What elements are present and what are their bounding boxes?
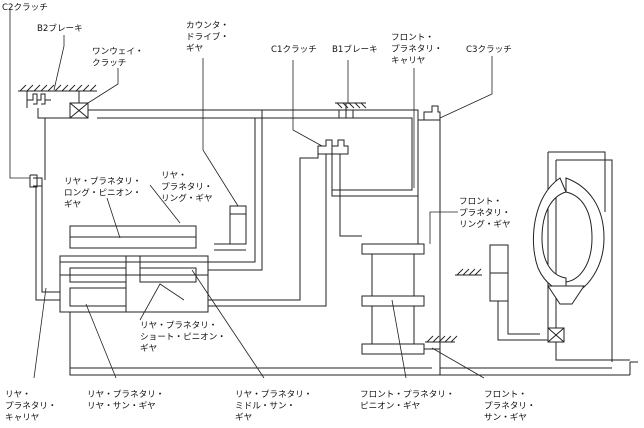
label-front-planetary-sun-line-1: フロント・: [484, 390, 527, 400]
label-rear-planetary-rear-sun: リヤ・プラネタリ・リヤ・サン・ギヤ: [87, 389, 164, 412]
label-b1-brake-line-1: B1ブレーキ: [332, 43, 378, 55]
c2-clutch-symbol: [29, 174, 60, 301]
label-rear-planetary-short-pinion: リヤ・プラネタリ・ショート・ピニオン・ギヤ: [140, 320, 226, 354]
label-rear-planetary-long-pinion: リヤ・プラネタリ・ロング・ピニオン・ギヤ: [64, 176, 141, 210]
leader-lines: [9, 10, 493, 379]
label-rear-planetary-middle-sun-line-3: ギヤ: [235, 412, 252, 423]
b2-brake-symbol: [26, 91, 51, 108]
label-counter-drive-gear: カウンタ・ドライブ・ギヤ: [186, 20, 229, 54]
label-rear-planetary-long-pinion-line-2: ロング・ピニオン・: [64, 187, 141, 199]
label-front-planetary-pinion: フロント・プラネタリ・ピニオン・ギヤ: [360, 389, 455, 412]
label-front-planetary-sun-line-3: サン・ギヤ: [484, 412, 527, 423]
label-counter-drive-gear-line-1: カウンタ・: [186, 20, 229, 31]
label-rear-planetary-rear-sun-line-2: リヤ・サン・ギヤ: [87, 401, 156, 412]
label-rear-planetary-carrier-line-1: リヤ・: [5, 390, 31, 400]
label-rear-planetary-middle-sun: リヤ・プラネタリ・ミドル・サン・ギヤ: [235, 389, 312, 423]
label-rear-planetary-ring-gear-line-1: リヤ・: [161, 171, 187, 181]
counter-drive-gear-symbol: [214, 205, 247, 251]
label-c3-clutch: C3クラッチ: [466, 44, 512, 55]
label-front-planetary-pinion-line-1: フロント・プラネタリ・: [360, 389, 455, 400]
ground-hatch-left: [18, 84, 97, 92]
label-c2-clutch-line-1: C2クラッチ: [2, 2, 48, 13]
label-b2-brake-line-1: B2ブレーキ: [37, 22, 83, 34]
label-rear-planetary-carrier-line-2: プラネタリ・: [5, 401, 57, 412]
label-rear-planetary-ring-gear: リヤ・プラネタリ・リング・ギヤ: [161, 171, 213, 204]
label-front-planetary-sun-line-2: プラネタリ・: [484, 401, 536, 412]
label-rear-planetary-middle-sun-line-1: リヤ・プラネタリ・: [235, 389, 312, 400]
ground-hatch-front-sun: [425, 335, 458, 343]
label-one-way-clutch: ワンウェイ・クラッチ: [92, 46, 144, 69]
torque-converter: [489, 151, 638, 375]
label-c1-clutch: C1クラッチ: [271, 44, 317, 55]
label-one-way-clutch-line-2: クラッチ: [92, 58, 126, 69]
label-rear-planetary-middle-sun-line-2: ミドル・サン・: [235, 401, 295, 412]
label-c1-clutch-line-1: C1クラッチ: [271, 44, 317, 55]
label-rear-planetary-long-pinion-line-1: リヤ・プラネタリ・: [64, 176, 141, 187]
label-c3-clutch-line-1: C3クラッチ: [466, 44, 512, 55]
label-front-planetary-carrier-line-2: プラネタリ・: [391, 44, 443, 55]
label-front-planetary-ring-gear-line-2: プラネタリ・: [459, 208, 511, 219]
label-rear-planetary-short-pinion-line-3: ギヤ: [140, 343, 157, 354]
label-front-planetary-ring-gear-line-3: リング・ギヤ: [459, 218, 511, 230]
label-front-planetary-ring-gear-line-1: フロント・: [459, 197, 502, 207]
label-rear-planetary-ring-gear-line-3: リング・ギヤ: [161, 192, 213, 204]
rear-planetary-gearset: [59, 225, 209, 313]
label-front-planetary-carrier-line-1: フロント・: [391, 33, 434, 43]
label-rear-planetary-short-pinion-line-1: リヤ・プラネタリ・: [140, 320, 217, 331]
label-rear-planetary-ring-gear-line-2: プラネタリ・: [161, 182, 213, 193]
one-way-clutch-symbol: [69, 91, 89, 119]
label-front-planetary-sun: フロント・プラネタリ・サン・ギヤ: [484, 390, 536, 423]
label-b2-brake: B2ブレーキ: [37, 22, 83, 34]
label-counter-drive-gear-line-3: ギヤ: [186, 43, 203, 54]
label-rear-planetary-long-pinion-line-3: ギヤ: [64, 199, 81, 210]
ground-hatch-stator: [455, 268, 482, 276]
label-rear-planetary-carrier-line-3: キャリヤ: [5, 413, 39, 423]
label-rear-planetary-carrier: リヤ・プラネタリ・キャリヤ: [5, 390, 57, 423]
front-planetary-gearset: [361, 196, 440, 355]
label-counter-drive-gear-line-2: ドライブ・: [186, 31, 229, 43]
label-front-planetary-carrier-line-3: キャリヤ: [391, 56, 425, 66]
c1-clutch-symbol: [208, 139, 418, 307]
ground-hatch-b1: [335, 102, 367, 109]
label-front-planetary-ring-gear: フロント・プラネタリ・リング・ギヤ: [459, 197, 511, 230]
label-one-way-clutch-line-1: ワンウェイ・: [92, 46, 144, 57]
label-c2-clutch: C2クラッチ: [2, 2, 48, 13]
rear-drum-lines: [37, 108, 263, 271]
label-front-planetary-carrier: フロント・プラネタリ・キャリヤ: [391, 33, 443, 66]
label-rear-planetary-short-pinion-line-2: ショート・ピニオン・: [140, 332, 226, 343]
main-shafts: [69, 109, 630, 376]
label-b1-brake: B1ブレーキ: [332, 43, 378, 55]
label-rear-planetary-rear-sun-line-1: リヤ・プラネタリ・: [87, 389, 164, 400]
label-front-planetary-pinion-line-2: ピニオン・ギヤ: [360, 401, 420, 412]
